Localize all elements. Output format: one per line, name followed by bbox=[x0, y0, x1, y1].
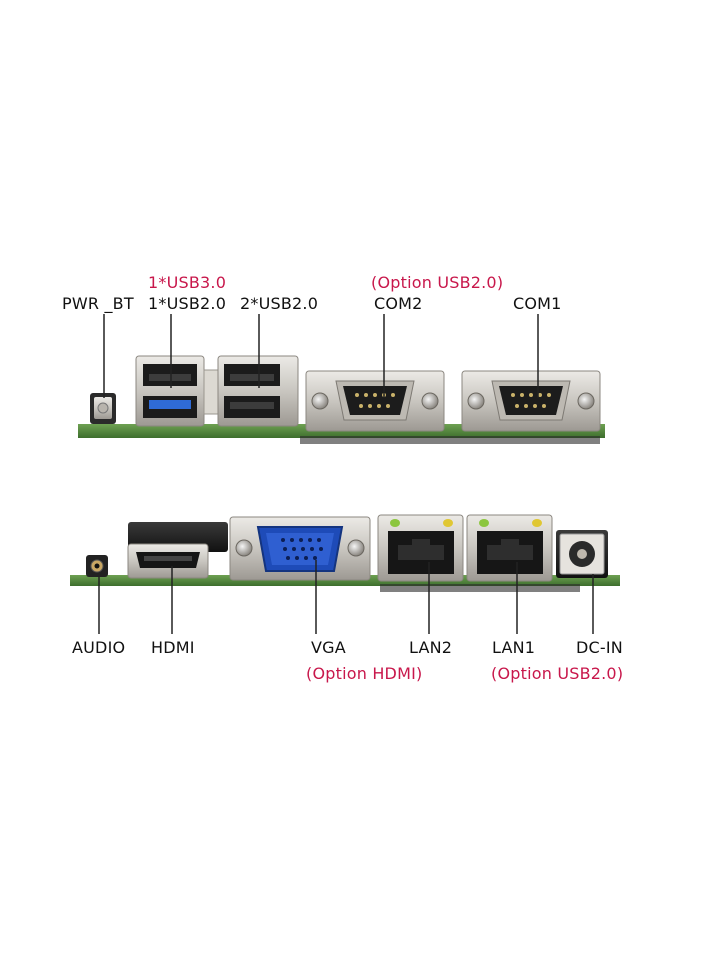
usb3-port-blue bbox=[149, 400, 191, 409]
audio-label: AUDIO bbox=[72, 638, 126, 657]
usb-stack-right bbox=[217, 355, 299, 427]
power-button bbox=[90, 393, 116, 424]
bottom-leader-lines bbox=[98, 560, 594, 634]
bottom-io-board bbox=[70, 514, 620, 634]
hdmi-port bbox=[127, 522, 228, 579]
usb-stack-left bbox=[135, 355, 223, 427]
vga-label: VGA bbox=[311, 638, 346, 657]
dc-in-jack bbox=[556, 530, 608, 578]
com1-port bbox=[461, 370, 601, 432]
lan2-label: LAN2 bbox=[409, 638, 453, 657]
com2-option-label: (Option USB2.0) bbox=[371, 273, 504, 292]
usb-top-label: 1*USB2.0 bbox=[148, 294, 227, 313]
lan2-port bbox=[377, 514, 464, 582]
usb-pair-label: 2*USB2.0 bbox=[240, 294, 319, 313]
com2-label: COM2 bbox=[374, 294, 423, 313]
vga-option-label: (Option HDMI) bbox=[306, 664, 423, 683]
hdmi-label: HDMI bbox=[151, 638, 195, 657]
audio-jack bbox=[86, 555, 108, 577]
lan1-port bbox=[466, 514, 553, 582]
com2-port bbox=[305, 370, 445, 432]
vga-port bbox=[229, 516, 371, 581]
com1-label: COM1 bbox=[513, 294, 562, 313]
pwr-bt-label: PWR _BT bbox=[62, 294, 134, 313]
top-leader-lines bbox=[103, 314, 539, 398]
lan1-option-label: (Option USB2.0) bbox=[491, 664, 624, 683]
lan1-label: LAN1 bbox=[492, 638, 536, 657]
dc-in-label: DC-IN bbox=[576, 638, 623, 657]
usb3-option-label: 1*USB3.0 bbox=[148, 273, 227, 292]
top-io-board bbox=[78, 314, 605, 444]
